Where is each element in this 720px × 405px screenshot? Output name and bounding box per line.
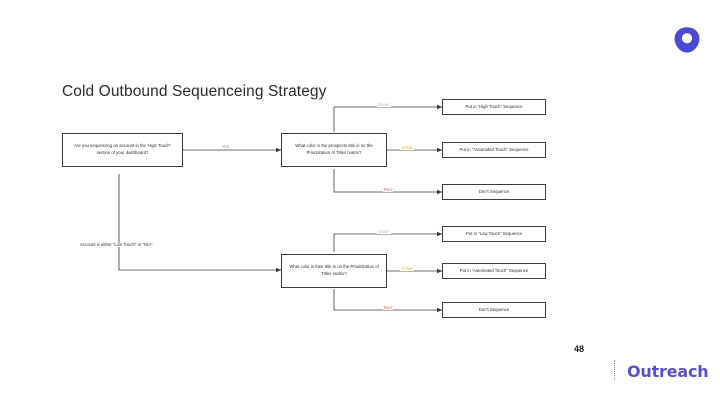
- edge-label-bottom-red: Red: [383, 305, 393, 311]
- node-outcome-low-touch[interactable]: Put in “Low Touch” Sequence: [442, 226, 546, 242]
- outreach-shield-icon: [672, 25, 702, 55]
- edge-label-top-red: Red: [383, 187, 393, 193]
- node-outcome-dont-sequence-bottom[interactable]: Don’t Sequence: [442, 302, 546, 318]
- page-title: Cold Outbound Sequenceing Strategy: [62, 83, 327, 100]
- node-outcome-dont-sequence-top[interactable]: Don’t Sequence: [442, 184, 546, 200]
- node-top-decision[interactable]: What color is the prospects title in on …: [281, 133, 387, 167]
- footer-divider: [614, 360, 616, 380]
- node-outcome-automated-touch-top[interactable]: Put in “Automated Touch” Sequence: [442, 142, 546, 158]
- edge-label-bottom-yellow: Yellow: [400, 266, 414, 272]
- outreach-wordmark: Outreach: [627, 362, 709, 381]
- node-outcome-automated-touch-bottom[interactable]: Put in ‘Automated Touch” Sequence: [442, 263, 546, 279]
- edge-label-top-yellow: Yellow: [400, 145, 414, 151]
- edge-label-top-green: Green: [377, 102, 391, 108]
- node-outcome-high-touch[interactable]: Put in “High Touch” Sequence: [442, 99, 546, 115]
- node-start-question[interactable]: Are you sequencing on account in the ‘Hi…: [62, 133, 183, 167]
- edge-label-no-path: Account is either “Low Touch” or “N/A”: [79, 242, 154, 248]
- edge-label-bottom-green: Green: [377, 229, 391, 235]
- node-bottom-decision[interactable]: What color is their title in on the Prio…: [281, 254, 387, 288]
- page-number: 48: [574, 344, 585, 354]
- edge-label-yes: Yes: [221, 144, 230, 150]
